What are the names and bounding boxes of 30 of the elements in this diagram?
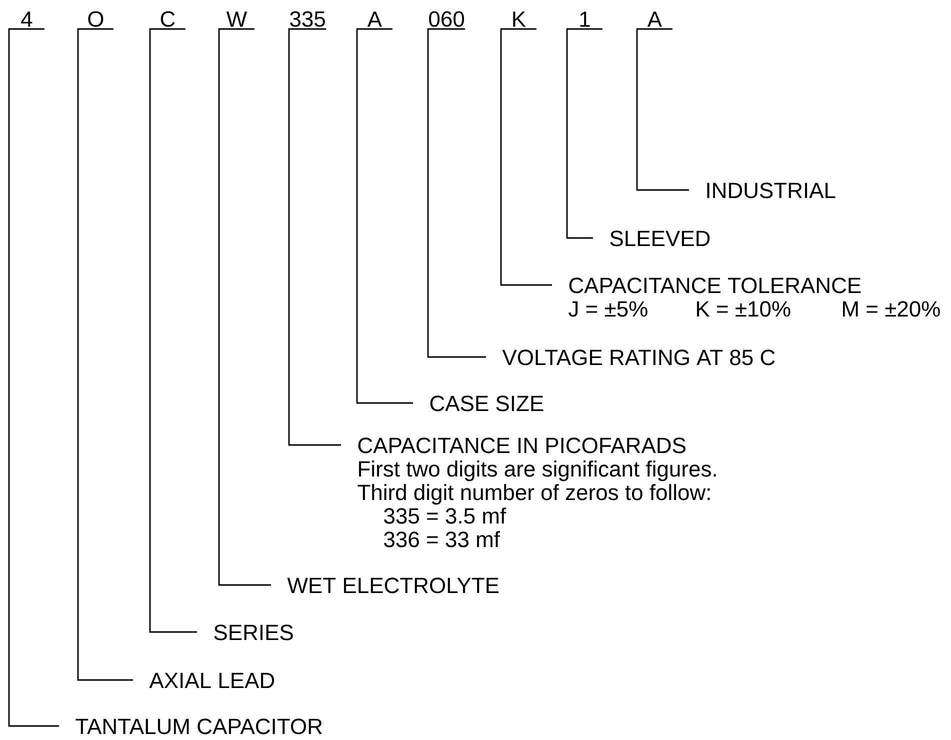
code-character: W: [226, 12, 247, 27]
bracket-line: [427, 28, 486, 358]
code-character: A: [367, 12, 382, 27]
description-text: CAPACITANCE IN PICOFARADS First two digits are significant figures. Third digit number of zeros to follow: 335 = 3.5 mf 336 = 33 mf: [358, 438, 716, 548]
bracket-line: [636, 28, 689, 191]
code-character: 4: [21, 12, 32, 27]
code-character: O: [88, 11, 104, 27]
code-character: 1: [580, 12, 590, 27]
code-character: A: [647, 12, 662, 27]
bracket-line: [8, 28, 59, 727]
bracket-line: [149, 28, 197, 633]
bracket-line: [500, 28, 552, 286]
description-text: VOLTAGE RATING AT 85 C: [502, 350, 775, 366]
code-character: C: [160, 11, 175, 27]
bracket-line: [566, 28, 602, 239]
description-text: SERIES: [214, 624, 293, 640]
code-character: K: [513, 12, 526, 27]
bracket-line: [288, 28, 341, 446]
description-text: AXIAL LEAD: [149, 672, 274, 688]
bracket-line: [77, 28, 133, 681]
description-text: CASE SIZE: [430, 396, 544, 412]
bracket-line: [356, 28, 413, 404]
bracket-line: [218, 28, 271, 586]
description-text: INDUSTRIAL: [707, 182, 836, 198]
description-text: SLEEVED: [610, 230, 710, 246]
description-text: WET ELECTROLYTE: [287, 578, 499, 594]
code-character: 335: [290, 11, 325, 27]
description-text: CAPACITANCE TOLERANCE J = ±5% K = ±10% M = ±20%: [568, 278, 940, 317]
description-text: TANTALUM CAPACITOR: [76, 718, 322, 734]
code-character: 060: [429, 11, 464, 27]
